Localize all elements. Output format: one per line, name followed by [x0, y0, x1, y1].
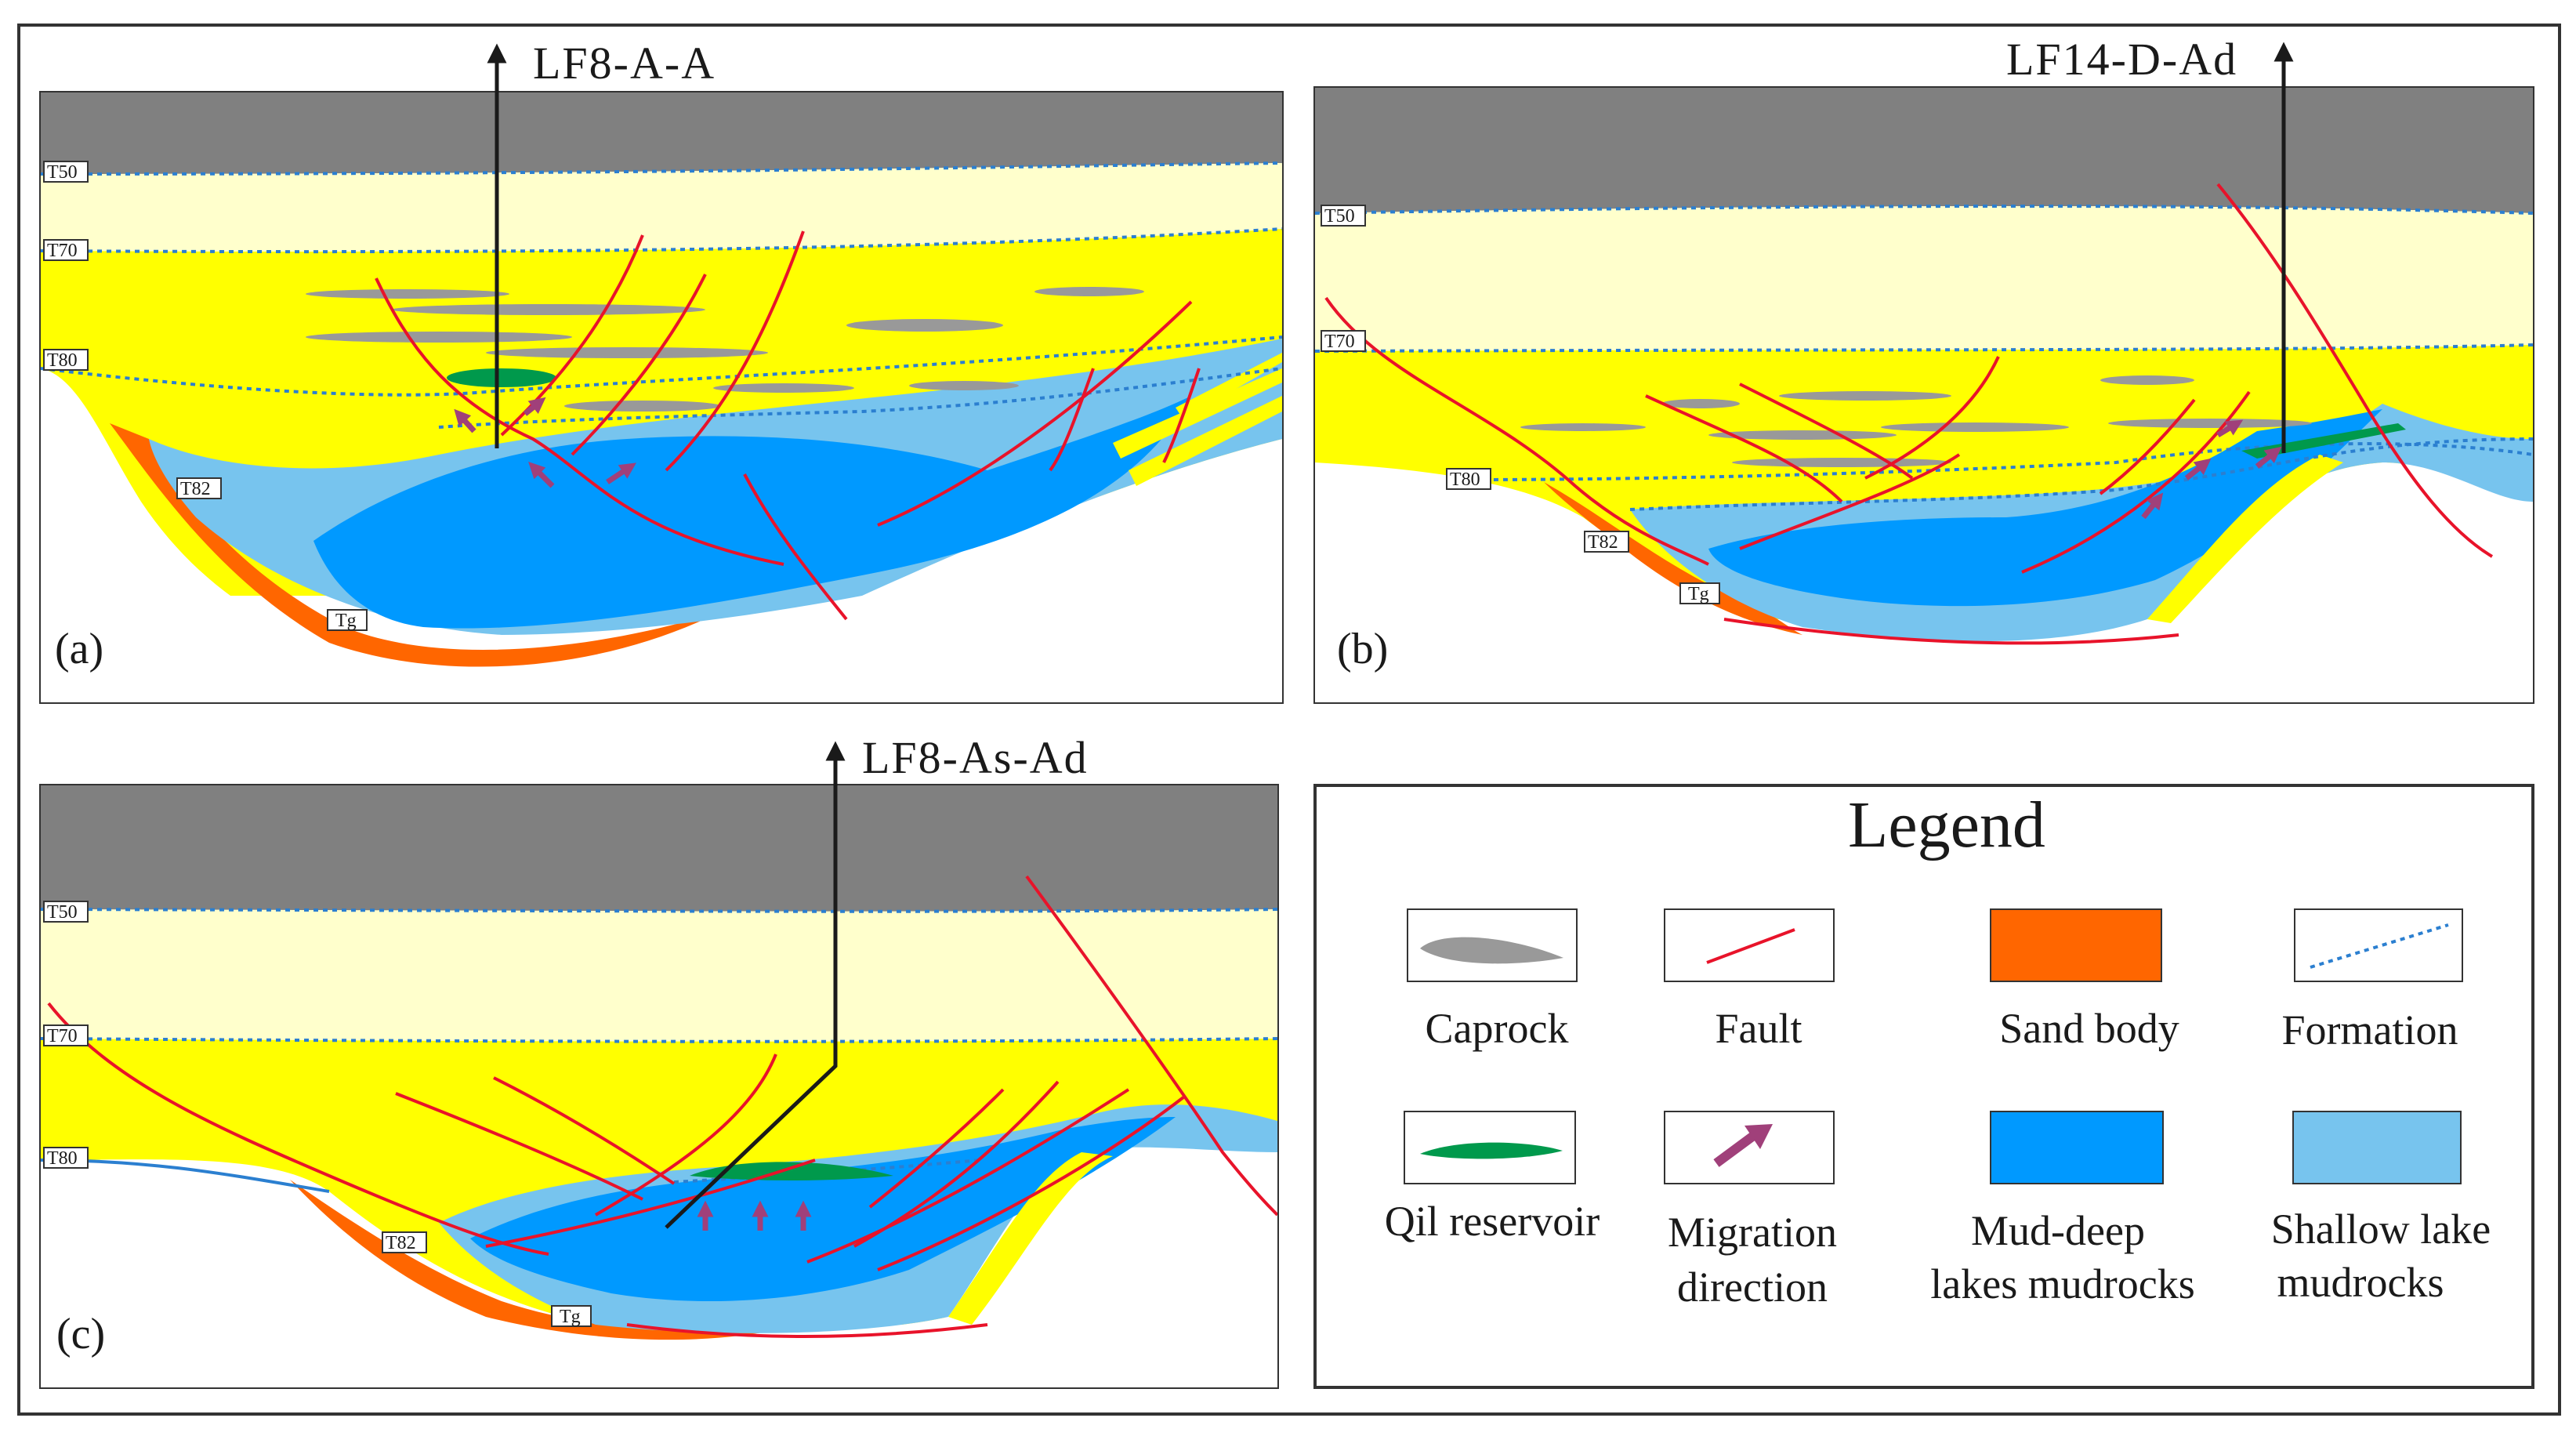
- yellow-wedge-3: [1176, 353, 1282, 419]
- legend-shallow-mud-label-line2: mudrocks: [2277, 1259, 2444, 1306]
- yellow-wedge-1: [1129, 396, 1282, 486]
- well-b-label: LF14-D-Ad: [2006, 34, 2237, 85]
- migration-arrows: [697, 1200, 812, 1231]
- horizon-label-tg: Tg: [560, 1307, 581, 1327]
- cover-layer: [41, 92, 1282, 174]
- panel-a-section: [41, 92, 1282, 702]
- sand-body: [1544, 482, 1802, 635]
- caprock-lenses: [1520, 375, 2312, 467]
- horizon-label-t80: T80: [47, 350, 78, 371]
- panel-c-section: [41, 785, 1277, 1387]
- legend-fault-label: Fault: [1715, 1005, 1802, 1052]
- legend-caprock-label: Caprock: [1426, 1005, 1569, 1052]
- legend-migration-label-line1: Migration: [1668, 1209, 1837, 1256]
- horizon-label-t80: T80: [47, 1148, 78, 1169]
- horizon-label-t70: T70: [47, 241, 78, 261]
- panel-c: LF8-As-Ad T50 T70 T80 T82 Tg (c): [39, 732, 1279, 1389]
- legend-deep-mud-label-line1: Mud-deep: [1971, 1207, 2145, 1254]
- legend-oil-symbol: [1404, 1111, 1576, 1184]
- legend-caprock-symbol: [1407, 908, 1578, 982]
- deep-lake-mudrocks: [1708, 409, 2382, 607]
- legend-fault-symbol: [1664, 908, 1835, 982]
- cover-layer: [41, 785, 1277, 912]
- pale-yellow-layer: [41, 909, 1277, 1042]
- horizon-label-t82: T82: [1588, 532, 1618, 553]
- pale-yellow-layer: [1315, 205, 2533, 351]
- deep-lake-mudrocks: [313, 396, 1191, 629]
- legend-oil-label: Qil reservoir: [1385, 1198, 1600, 1245]
- caprock-lenses: [306, 287, 1144, 412]
- legend-shallow-mud-symbol: [2292, 1111, 2462, 1184]
- legend-sand-label: Sand body: [1999, 1005, 2179, 1052]
- panel-b-section: [1315, 88, 2533, 702]
- legend-deep-mud-symbol: [1990, 1111, 2164, 1184]
- white-basement: [1315, 462, 2533, 702]
- legend-formation-symbol: [2294, 908, 2463, 982]
- legend-shallow-mud-label-line1: Shallow lake: [2271, 1206, 2491, 1253]
- legend-frame: [1313, 784, 2534, 1389]
- horizon-label-tg: Tg: [1688, 584, 1709, 604]
- sand-body: [290, 1180, 784, 1340]
- migration-arrows: [454, 397, 636, 488]
- oil-reservoir: [690, 1162, 893, 1180]
- horizon-label-t50: T50: [47, 902, 78, 923]
- legend: Legend Caprock Fault Sand body Formation: [1313, 784, 2534, 1389]
- legend-formation-label: Formation: [2282, 1006, 2458, 1053]
- horizon-label-t82: T82: [386, 1233, 416, 1253]
- legend-migration-symbol: [1664, 1111, 1835, 1184]
- horizon-label-t70: T70: [1324, 332, 1355, 352]
- panel-b: LF14-D-Ad T50 T70 T80 T82 Tg (b): [1313, 34, 2534, 704]
- pale-yellow-layer: [41, 163, 1282, 252]
- horizon-label-t82: T82: [180, 479, 211, 499]
- panel-a: LF8-A-A T50 T70 T80 T82 Tg (a): [39, 38, 1284, 704]
- horizon-labels-c: T50 T70 T80 T82 Tg: [43, 901, 592, 1327]
- horizon-labels-a: T50 T70 T80 T82 Tg: [43, 161, 368, 631]
- well-c-trajectory: [665, 741, 846, 1229]
- yellow-rim: [948, 1152, 1113, 1325]
- horizon-label-t50: T50: [1324, 206, 1355, 227]
- panel-c-label: (c): [56, 1310, 105, 1358]
- formation-lines: [1315, 204, 2533, 511]
- horizon-label-tg: Tg: [335, 611, 357, 631]
- panel-a-label: (a): [55, 625, 103, 673]
- panel-b-label: (b): [1337, 625, 1388, 673]
- legend-deep-mud-label-line2: lakes mudrocks: [1930, 1260, 2194, 1307]
- cover-layer: [1315, 88, 2533, 213]
- horizon-label-t80: T80: [1450, 470, 1480, 490]
- well-a-label: LF8-A-A: [533, 38, 716, 89]
- horizon-label-t50: T50: [47, 162, 78, 183]
- well-c-label: LF8-As-Ad: [862, 732, 1089, 783]
- white-basement: [41, 368, 1282, 702]
- legend-title: Legend: [1848, 789, 2045, 861]
- oil-reservoir: [447, 368, 556, 387]
- horizon-labels-b: T50 T70 T80 T82 Tg: [1321, 205, 1720, 604]
- migration-arrows: [2141, 419, 2282, 520]
- faults: [47, 875, 1277, 1338]
- yellow-rim: [2147, 455, 2343, 623]
- deep-lake-mudrocks: [470, 1117, 1176, 1301]
- legend-migration-label-line2: direction: [1677, 1264, 1828, 1311]
- horizon-label-t70: T70: [47, 1026, 78, 1046]
- yellow-wedge-2: [1113, 368, 1282, 459]
- legend-sand-symbol: [1990, 908, 2162, 982]
